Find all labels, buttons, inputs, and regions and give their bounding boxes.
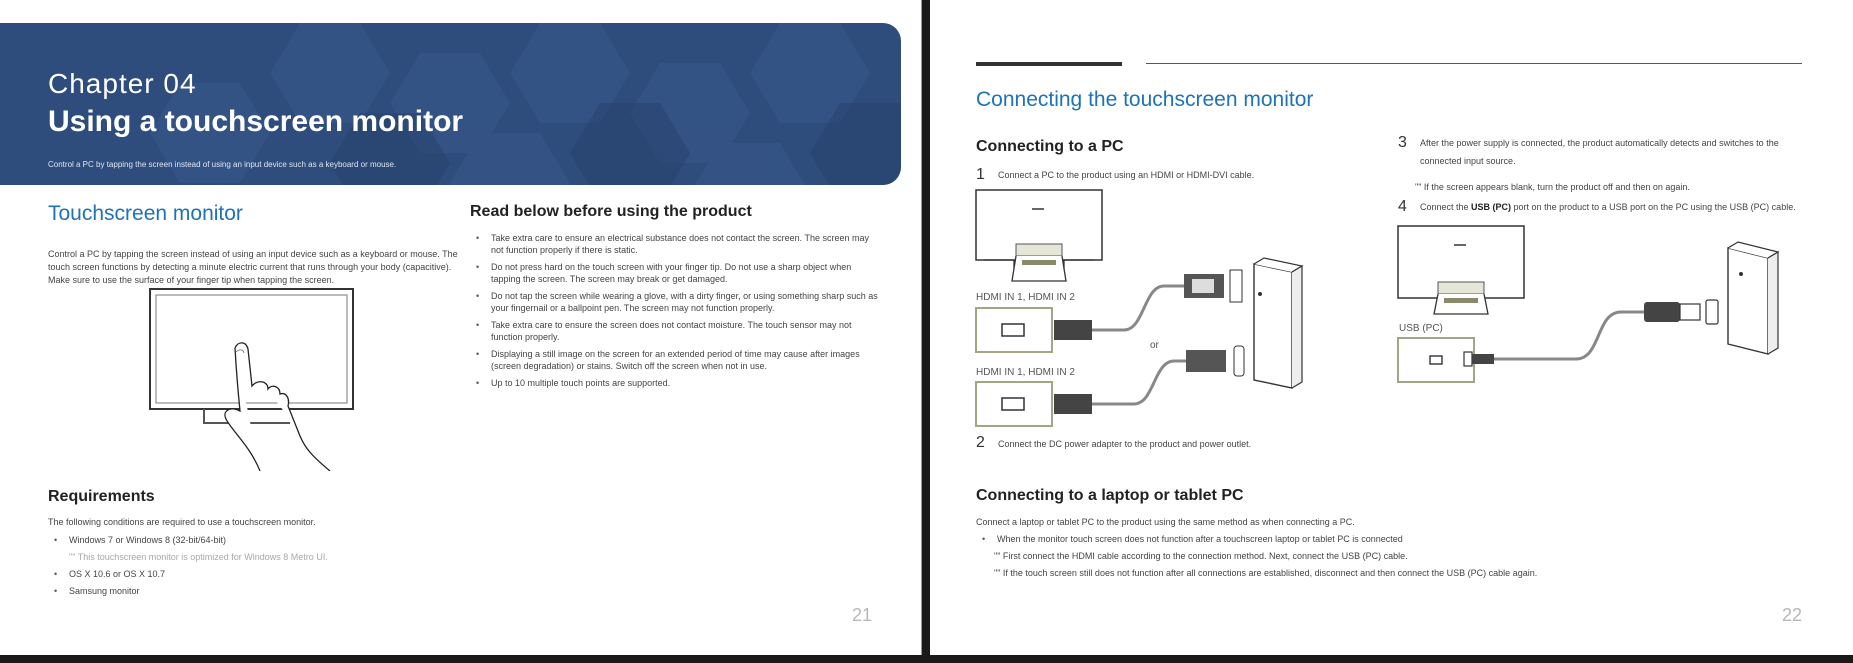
step-2-text: Connect the DC power adapter to the prod… <box>998 439 1252 449</box>
list-item: When the monitor touch screen does not f… <box>976 533 1756 545</box>
manual-page-21: Chapter 04 Using a touchscreen monitor C… <box>0 0 922 655</box>
step-4-text-part: port on the product to a USB port on the… <box>1511 202 1796 212</box>
list-item: Samsung monitor <box>48 585 448 597</box>
laptop-intro: Connect a laptop or tablet PC to the pro… <box>976 517 1355 527</box>
touchscreen-body-line-2: touch screen functions by detecting a mi… <box>48 262 452 272</box>
list-item: Up to 10 multiple touch points are suppo… <box>470 377 880 389</box>
list-item: Windows 7 or Windows 8 (32-bit/64-bit) <box>48 534 448 546</box>
hdmi-plug-2 <box>1054 394 1092 414</box>
list-item: Do not tap the screen while wearing a gl… <box>470 290 880 314</box>
pc-tower-illustration <box>1253 257 1304 389</box>
chapter-subtitle: Control a PC by tapping the screen inste… <box>48 160 397 169</box>
step-number: 2 <box>976 434 985 451</box>
dvi-port-icon <box>1229 269 1243 303</box>
or-label: or <box>1150 340 1159 351</box>
chapter-banner: Chapter 04 Using a touchscreen monitor C… <box>0 23 901 185</box>
usb-plug-large <box>1644 302 1680 322</box>
list-item: Take extra care to ensure an electrical … <box>470 232 880 256</box>
pc-tower-illustration <box>1727 241 1780 355</box>
connecting-pc-heading: Connecting to a PC <box>976 138 1124 155</box>
chapter-label: Chapter 04 <box>48 68 197 99</box>
step-number: 4 <box>1398 198 1407 215</box>
laptop-note-2: "" If the touch screen still does not fu… <box>994 568 1538 578</box>
list-item: Displaying a still image on the screen f… <box>470 348 880 372</box>
header-rule-thick <box>976 62 1122 66</box>
laptop-note-1: "" First connect the HDMI cable accordin… <box>994 551 1408 561</box>
hdmi-port-icon <box>1233 345 1245 377</box>
hdmi-label-2: HDMI IN 1, HDMI IN 2 <box>976 367 1075 378</box>
hdmi-connection-diagram <box>975 189 1304 427</box>
banner-pattern <box>150 23 901 185</box>
usb-port-pc-icon <box>1705 299 1719 325</box>
hdmi-port-box-2 <box>975 381 1053 427</box>
list-item: Take extra care to ensure the screen doe… <box>470 319 880 343</box>
list-item: Do not press hard on the touch screen wi… <box>470 261 880 285</box>
page-title: Connecting the touchscreen monitor <box>976 88 1314 111</box>
usb-connection-diagram <box>1397 225 1780 383</box>
page-number: 21 <box>852 605 873 625</box>
hdmi-port-box-1 <box>975 307 1053 353</box>
step-4-text-part: Connect the <box>1420 202 1472 212</box>
monitor-back-illustration <box>1397 225 1525 315</box>
hdmi-label-1: HDMI IN 1, HDMI IN 2 <box>976 292 1075 303</box>
usb-plug-small <box>1463 351 1473 367</box>
hdmi-port-icon <box>1001 397 1025 411</box>
hdmi-plug-1 <box>1054 320 1092 340</box>
step-4-port-name: USB (PC) <box>1471 202 1512 212</box>
hdmi-port-icon <box>1001 323 1025 337</box>
laptop-notes-list: When the monitor touch screen does not f… <box>976 533 1756 550</box>
list-item: OS X 10.6 or OS X 10.7 <box>48 568 448 580</box>
step-4-text: Connect the USB (PC) port on the product… <box>1420 199 1796 216</box>
touchscreen-body-line-1: Control a PC by tapping the screen inste… <box>48 249 458 259</box>
usb-port-icon <box>1429 355 1443 365</box>
touchscreen-heading: Touchscreen monitor <box>48 202 243 225</box>
usb-pc-label: USB (PC) <box>1399 323 1443 334</box>
header-rule-thin <box>1146 63 1802 64</box>
step-number: 3 <box>1398 134 1407 151</box>
touch-hand-illustration <box>149 288 354 471</box>
read-before-list: Take extra care to ensure an electrical … <box>470 232 880 394</box>
page-number: 22 <box>1782 605 1803 625</box>
step-1-text: Connect a PC to the product using an HDM… <box>998 170 1255 180</box>
hdmi-plug-3 <box>1186 350 1226 372</box>
usb-port-box <box>1397 337 1475 383</box>
connecting-laptop-heading: Connecting to a laptop or tablet PC <box>976 487 1244 504</box>
monitor-back-illustration <box>975 189 1103 282</box>
requirements-heading: Requirements <box>48 488 155 505</box>
step-3-note: "" If the screen appears blank, turn the… <box>1415 182 1690 192</box>
requirements-list: Windows 7 or Windows 8 (32-bit/64-bit) "… <box>48 534 448 602</box>
touchscreen-body-line-3: Make sure to use the surface of your fin… <box>48 275 335 285</box>
chapter-title: Using a touchscreen monitor <box>48 105 464 138</box>
step-3-line-2: connected input source. <box>1420 156 1516 166</box>
requirements-intro: The following conditions are required to… <box>48 517 316 527</box>
manual-page-22: Connecting the touchscreen monitor Conne… <box>930 0 1853 655</box>
step-3-line-1: After the power supply is connected, the… <box>1420 138 1779 148</box>
requirements-note: "" This touchscreen monitor is optimized… <box>69 552 328 562</box>
read-before-heading: Read below before using the product <box>470 203 752 220</box>
step-number: 1 <box>976 166 985 183</box>
